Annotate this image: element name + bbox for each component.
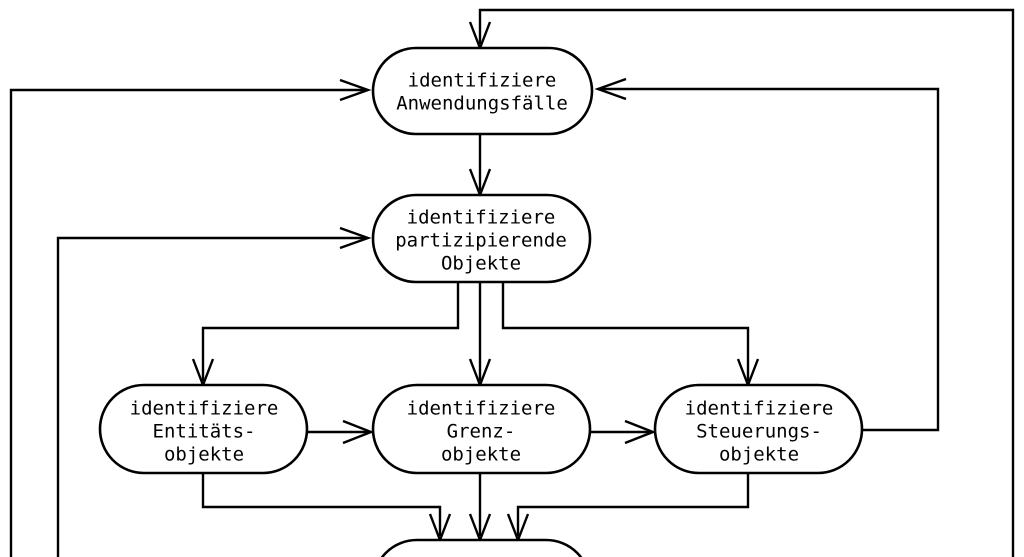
- node-grenzobjekte-shape[interactable]: [371, 383, 592, 475]
- edge-steuerungs-to-anwendungsfaelle: [600, 87, 940, 432]
- node-entitaetsobjekte-line3: objekte: [164, 444, 244, 466]
- node-anwendungsfaelle-shape[interactable]: [371, 46, 594, 136]
- edge-entitaets-to-bottom: [201, 473, 442, 536]
- edge-steuerungs-to-bottom: [516, 473, 750, 536]
- edge-left-inner-feedback-into-partizipierende: [56, 236, 366, 557]
- edge-partizipierende-to-steuerungs: [501, 282, 750, 381]
- node-partizipierende-objekte-line1: identifiziere: [407, 207, 556, 229]
- node-entitaetsobjekte-line2: Entitäts-: [153, 421, 256, 443]
- arrowhead-left-into-anwendungsfaelle: [339, 78, 372, 102]
- node-partizipierende-objekte-line3: Objekte: [441, 253, 521, 275]
- node-bottom-node-cropped-shape[interactable]: [373, 538, 590, 557]
- edge-left-outer-feedback-into-anwendungsfaelle: [9, 88, 366, 557]
- node-grenzobjekte-line1: identifiziere: [407, 398, 556, 420]
- node-anwendungsfaelle-line2: Anwendungsfälle: [396, 93, 568, 115]
- node-entitaetsobjekte[interactable]: identifiziere Entitäts- objekte: [98, 383, 309, 475]
- node-anwendungsfaelle-line1: identifiziere: [408, 70, 557, 92]
- node-steuerungsobjekte-shape[interactable]: [653, 383, 864, 475]
- node-entitaetsobjekte-line1: identifiziere: [130, 398, 279, 420]
- node-partizipierende-objekte[interactable]: identifiziere partizipierende Objekte: [371, 193, 592, 284]
- node-steuerungsobjekte-line3: objekte: [719, 444, 799, 466]
- edge-top-feedback-into-anwendungsfaelle: [478, 8, 1015, 557]
- edge-partizipierende-to-entitaets: [201, 282, 460, 381]
- node-grenzobjekte-line2: Grenz-: [447, 421, 516, 443]
- node-anwendungsfaelle[interactable]: identifiziere Anwendungsfälle: [371, 46, 594, 136]
- node-bottom-node-cropped[interactable]: [373, 538, 590, 557]
- arrowhead-left-into-partizipierende: [339, 226, 372, 250]
- arrowhead-entitaets-to-grenz: [342, 419, 375, 445]
- node-steuerungsobjekte-line2: Steuerungs-: [696, 421, 822, 443]
- node-steuerungsobjekte-line1: identifiziere: [685, 398, 834, 420]
- node-partizipierende-objekte-line2: partizipierende: [395, 230, 567, 252]
- arrowhead-grenz-to-steuerungs: [624, 419, 657, 445]
- arrowhead-right-into-anwendungsfaelle: [594, 77, 627, 101]
- edge-layer: [9, 8, 1015, 557]
- node-partizipierende-objekte-shape[interactable]: [371, 193, 592, 284]
- node-layer: identifiziere Anwendungsfälle identifizi…: [98, 46, 864, 557]
- node-steuerungsobjekte[interactable]: identifiziere Steuerungs- objekte: [653, 383, 864, 475]
- node-grenzobjekte[interactable]: identifiziere Grenz- objekte: [371, 383, 592, 475]
- node-grenzobjekte-line3: objekte: [441, 444, 521, 466]
- node-entitaetsobjekte-shape[interactable]: [98, 383, 309, 475]
